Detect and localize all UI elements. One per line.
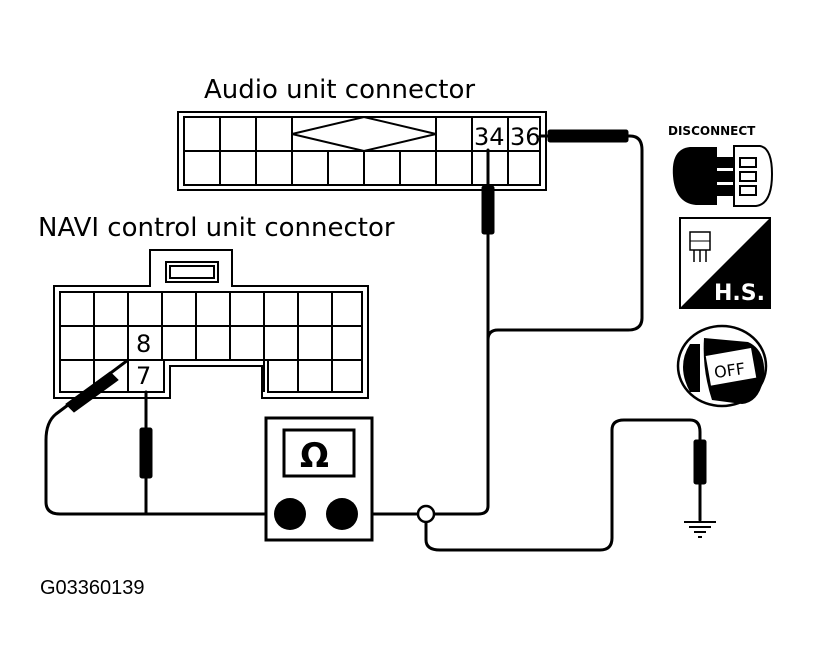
harness-side-icon: [679, 217, 771, 309]
audio-connector-label: Audio unit connector: [204, 75, 475, 105]
disconnect-connector-icon: [672, 145, 774, 207]
navi-pin-7: 7: [136, 362, 151, 390]
audio-connector: [177, 111, 547, 191]
navi-pin-8: 8: [136, 330, 151, 358]
junction-node: [416, 504, 436, 524]
ohmmeter-icon: [264, 416, 374, 542]
ignition-off-label: OFF: [713, 359, 746, 382]
audio-pin-34: 34: [474, 123, 505, 151]
hs-label: H.S.: [714, 281, 765, 306]
navi-connector: [53, 249, 369, 399]
probes: [65, 129, 707, 485]
ohm-symbol: Ω: [300, 436, 329, 476]
disconnect-label: DISCONNECT: [668, 124, 756, 138]
ground-icon: [684, 521, 716, 538]
navi-connector-label: NAVI control unit connector: [38, 213, 395, 243]
figure-id: G03360139: [40, 577, 145, 599]
audio-pin-36: 36: [510, 123, 541, 151]
ignition-key-off-icon: [676, 324, 768, 408]
